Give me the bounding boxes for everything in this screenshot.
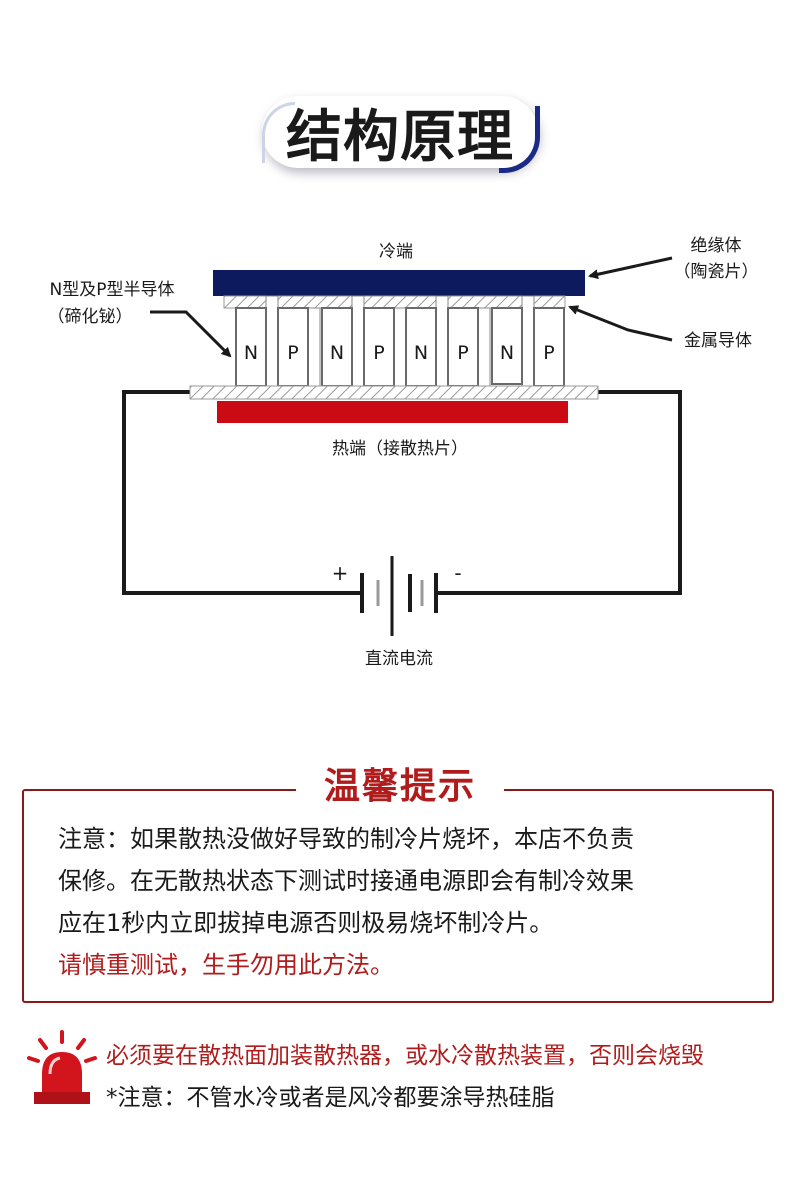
semiconductor-sub-label: （碲化铋） (48, 307, 133, 327)
hot-end-label: 热端（接散热片） (332, 439, 468, 459)
metal-conductor-label: 金属导体 (684, 331, 752, 351)
section-title-text: 结构原理 (286, 104, 514, 170)
peltier-structure-diagram: N P N P N P N P 冷端 绝缘体 （陶瓷片） N型及P型半导体 （碲化铋） 金属导… (48, 236, 759, 669)
warning-line-1: 必须要在散热面加装散热器，或水冷散热装置，否则会烧毁 (106, 1043, 704, 1069)
insulator-arrow (588, 256, 673, 280)
tips-line-2: 保修。在无散热状态下测试时接通电源即会有制冷效果 (58, 867, 634, 895)
semiconductor-label-1: N (244, 342, 258, 364)
cold-end-plate (213, 270, 585, 296)
plus-sign: + (332, 561, 349, 585)
metal-connector-4 (393, 307, 407, 399)
metal-conductor-arrow (568, 305, 673, 342)
semiconductor-block-7 (491, 307, 523, 385)
tips-text: 注意：如果散热没做好导致的制冷片烧坏，本店不负责 保修。在无散热状态下测试时接通… (58, 818, 758, 986)
minus-sign: - (454, 561, 461, 585)
semiconductor-block-6 (447, 307, 479, 387)
semiconductor-label-7: N (500, 342, 514, 364)
metal-connector-5 (435, 295, 449, 387)
semiconductor-block-2 (277, 307, 309, 387)
metal-connector-1 (265, 295, 279, 387)
semiconductor-block-5 (405, 307, 437, 387)
metal-connector-2 (307, 307, 321, 399)
cold-end-label: 冷端 (379, 242, 413, 262)
semiconductor-label-4: P (373, 342, 384, 364)
semiconductor-label-8: P (543, 342, 554, 364)
tips-line-4: 请慎重测试，生手勿用此方法。 (58, 951, 394, 979)
bottom-metal-conductor (189, 385, 599, 400)
circuit-wire (122, 390, 682, 595)
metal-connector-7 (521, 295, 535, 387)
semiconductor-label-2: P (287, 342, 298, 364)
semiconductor-arrow (150, 310, 232, 358)
hot-end-plate (217, 401, 568, 423)
tips-title: 温馨提示 (296, 762, 504, 812)
metal-connector-3 (351, 295, 365, 387)
tips-line-3: 应在1秒内立即拔掉电源否则极易烧坏制冷片。 (58, 909, 554, 937)
tips-line-1: 注意：如果散热没做好导致的制冷片烧坏，本店不负责 (58, 825, 634, 853)
alarm-light-icon (27, 1030, 97, 1104)
insulator-label: 绝缘体 (691, 236, 742, 256)
semiconductor-label-5: N (414, 342, 428, 364)
metal-connector-6 (477, 307, 491, 399)
semiconductor-block-3 (321, 307, 353, 387)
semiconductor-label-3: N (330, 342, 344, 364)
semiconductor-label: N型及P型半导体 (50, 280, 175, 300)
battery-icon (360, 556, 438, 636)
warning-line-2: *注意：不管水冷或者是风冷都要涂导热硅脂 (106, 1085, 555, 1111)
dc-current-label: 直流电流 (365, 649, 433, 669)
insulator-sub-label: （陶瓷片） (674, 262, 759, 282)
section-title: 结构原理 (262, 96, 540, 173)
semiconductor-label-6: P (457, 342, 468, 364)
